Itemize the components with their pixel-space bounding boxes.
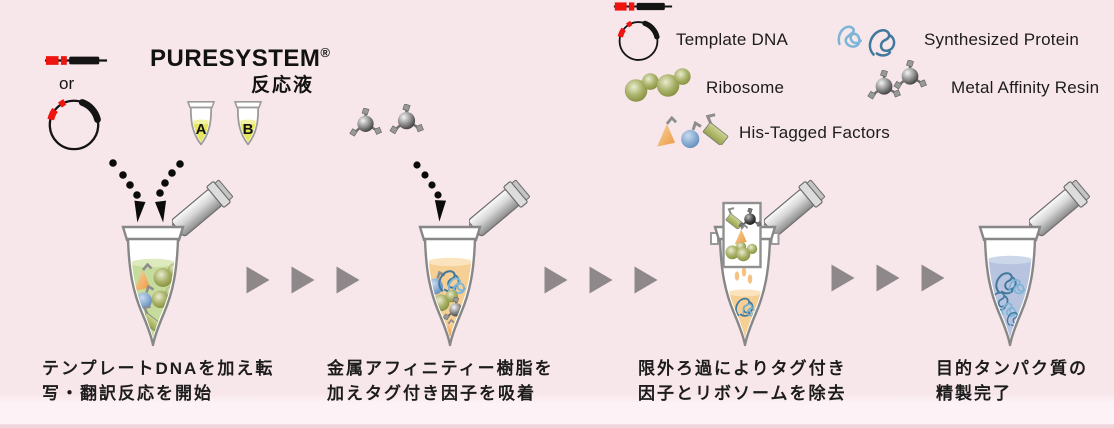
step3-tube xyxy=(710,177,828,347)
plasmid-dna-icon xyxy=(44,93,104,153)
filtrate-drops xyxy=(734,267,753,284)
caption-line: テンプレートDNAを加え転 xyxy=(42,359,275,378)
metal-affinity-resin-icon xyxy=(388,104,425,136)
tube-b-label: B xyxy=(243,121,254,138)
legend-label-metal-affinity-resin: Metal Affinity Resin xyxy=(951,78,1100,97)
caption-line: 加えタグ付き因子を吸着 xyxy=(327,384,536,403)
legend-his-tagged-factors-icon xyxy=(655,113,730,149)
legend-label-ribosome: Ribosome xyxy=(706,78,785,97)
puresystem-title: PURESYSTEM® xyxy=(150,45,330,73)
reaction-mix-subtitle: 反応液 xyxy=(250,75,314,96)
caption-line: 金属アフィニティー樹脂を xyxy=(327,359,554,378)
legend-metal-affinity-resin-icon xyxy=(866,60,928,101)
step4-tube xyxy=(978,177,1093,347)
title-text: PURESYSTEM xyxy=(150,45,321,72)
caption-line: 目的タンパク質の xyxy=(936,359,1088,378)
caption-line: 因子とリボソームを除去 xyxy=(638,384,847,403)
linear-dna-icon xyxy=(44,54,108,67)
or-label: or xyxy=(59,74,75,93)
reaction-tube-b: B xyxy=(233,101,263,146)
reaction-tube-a: A xyxy=(186,101,216,146)
step3-caption: 限外ろ過によりタグ付き 因子とリボソームを除去 xyxy=(638,356,847,406)
caption-line: 写・翻訳反応を開始 xyxy=(42,384,213,403)
tube-a-label: A xyxy=(196,121,207,138)
legend-label-his-tagged-factors: His-Tagged Factors xyxy=(739,123,890,142)
metal-affinity-resin-icon xyxy=(348,108,383,138)
flow-arrows-2 xyxy=(544,266,658,294)
flow-arrows-3 xyxy=(831,264,945,292)
legend-template-dna-icon xyxy=(613,1,673,64)
add-resin-dotted-arrow xyxy=(348,104,447,222)
flow-arrows-1 xyxy=(246,266,360,294)
registered-mark: ® xyxy=(320,45,331,60)
step2-tube xyxy=(418,177,533,347)
step1-caption: テンプレートDNAを加え転 写・翻訳反応を開始 xyxy=(42,356,274,406)
caption-line: 限外ろ過によりタグ付き xyxy=(638,359,847,378)
legend-ribosome-icon xyxy=(624,68,691,102)
step1-tube xyxy=(121,177,236,347)
legend-label-synthesized-protein: Synthesized Protein xyxy=(924,30,1079,49)
caption-line: 精製完了 xyxy=(936,384,1012,403)
step2-caption: 金属アフィニティー樹脂を 加えタグ付き因子を吸着 xyxy=(327,356,554,406)
add-dna-dotted-arrows xyxy=(109,159,184,224)
legend-synthesized-protein-icon xyxy=(837,25,896,57)
legend-label-template-dna: Template DNA xyxy=(676,30,788,49)
step4-caption: 目的タンパク質の 精製完了 xyxy=(936,356,1088,406)
